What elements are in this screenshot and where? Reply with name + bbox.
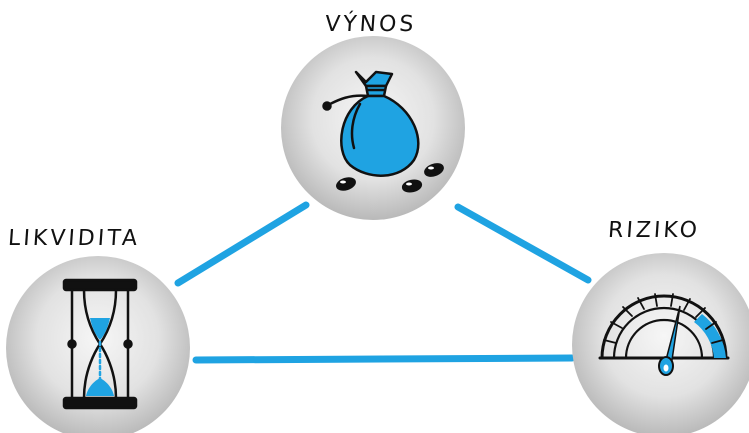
money-bag-icon [322,70,444,193]
connector-vynos-riziko [454,203,592,284]
connector-lines [174,201,592,364]
gauge-icon [598,293,730,376]
connector-vynos-likvidita [174,201,310,287]
connector-likvidita-riziko [192,354,576,364]
hourglass-icon [62,278,138,410]
circle-likvidita [6,256,190,433]
circle-riziko [572,253,749,433]
